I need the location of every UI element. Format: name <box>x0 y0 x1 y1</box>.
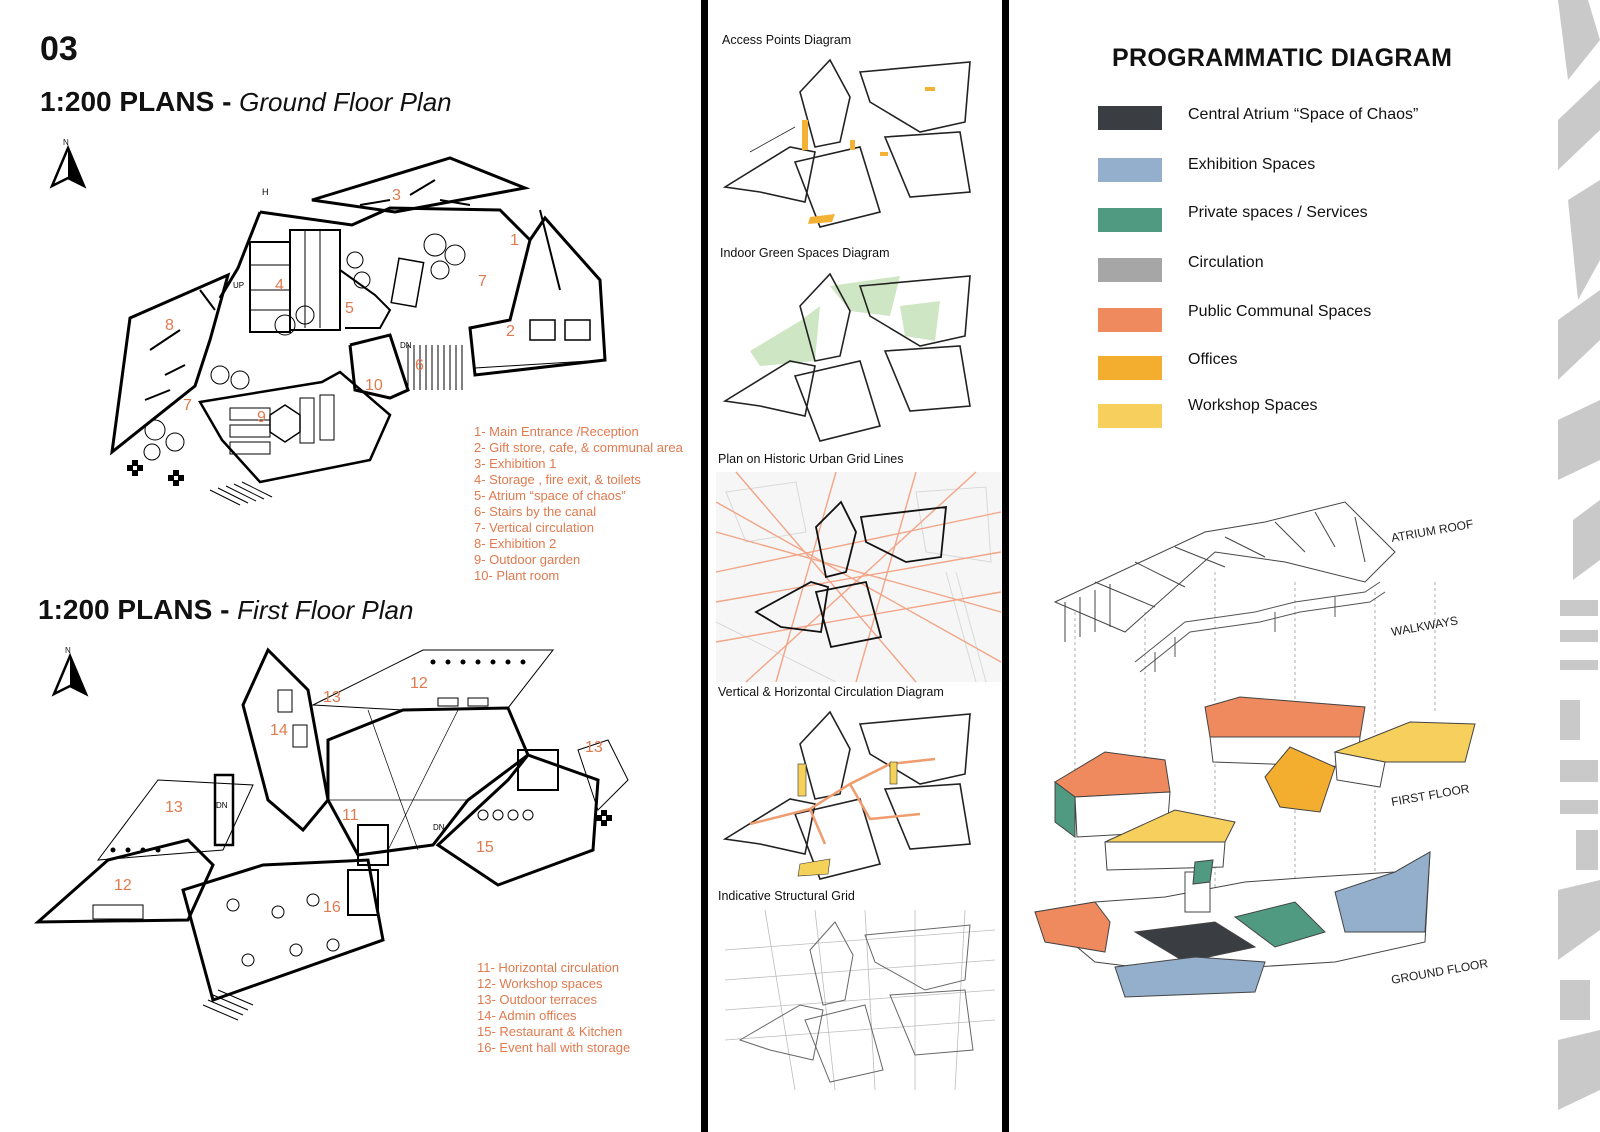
urban-grid-title: Plan on Historic Urban Grid Lines <box>718 452 904 466</box>
program-legend-row: Private spaces / Services <box>1098 204 1368 232</box>
room-number-12a: 12 <box>410 675 428 692</box>
program-legend-row: Offices <box>1098 351 1238 380</box>
legend-label: Public Communal Spaces <box>1188 303 1372 320</box>
access-points-diagram-title: Access Points Diagram <box>722 33 852 47</box>
room-number-7a: 7 <box>478 273 487 290</box>
indoor-green-spaces-title: Indoor Green Spaces Diagram <box>720 246 890 260</box>
legend-item: 9- Outdoor garden <box>474 552 581 567</box>
legend-item: 15- Restaurant & Kitchen <box>477 1024 623 1039</box>
axo-label-ground-floor: GROUND FLOOR <box>1390 956 1489 987</box>
legend-item: 2- Gift store, cafe, & communal area <box>474 440 683 455</box>
legend-label: Offices <box>1188 351 1238 368</box>
ground-floor-title: 1:200 PLANS - Ground Floor Plan <box>40 86 452 118</box>
ground-floor-plan: 1 2 3 4 5 6 7 7 8 9 10 UP DN H <box>110 156 607 506</box>
first-floor-legend: 11- Horizontal circulation 12- Workshop … <box>477 960 630 1056</box>
program-legend-row: Exhibition Spaces <box>1098 156 1315 182</box>
swatch-circulation <box>1098 258 1162 282</box>
legend-item: 1- Main Entrance /Reception <box>474 424 639 439</box>
first-title-name: First Floor Plan <box>237 595 414 625</box>
access-points-diagram <box>722 58 971 228</box>
h-mark: H <box>262 187 269 197</box>
legend-label: Private spaces / Services <box>1188 204 1368 221</box>
room-number-5: 5 <box>345 300 354 317</box>
swatch-private-services <box>1098 208 1162 232</box>
legend-item: 6- Stairs by the canal <box>474 504 597 519</box>
first-title-scale: 1:200 PLANS - <box>38 594 238 625</box>
ground-title-name: Ground Floor Plan <box>239 87 452 117</box>
swatch-offices <box>1098 356 1162 380</box>
legend-item: 10- Plant room <box>474 568 560 583</box>
dn-mark: DN <box>400 341 412 350</box>
room-number-4: 4 <box>275 277 284 294</box>
room-number-3: 3 <box>392 187 401 204</box>
panel-divider-right <box>1002 0 1009 1132</box>
legend-item: 12- Workshop spaces <box>477 976 603 991</box>
swatch-central-atrium <box>1098 106 1162 130</box>
exploded-axonometric: ATRIUM ROOF WALKWAYS FIRST FLOOR GROUND … <box>1033 501 1489 998</box>
room-number-1: 1 <box>510 232 519 249</box>
legend-item: 16- Event hall with storage <box>477 1040 631 1055</box>
room-number-15: 15 <box>476 839 494 856</box>
legend-item: 8- Exhibition 2 <box>474 536 557 551</box>
ground-title-scale: 1:200 PLANS - <box>40 86 240 117</box>
legend-item: 4- Storage , fire exit, & toilets <box>474 472 641 487</box>
panel-divider-left <box>701 0 708 1132</box>
program-legend-row: Central Atrium “Space of Chaos” <box>1098 106 1418 130</box>
north-arrow-icon: N <box>48 138 88 198</box>
north-arrow-icon: N <box>50 646 90 706</box>
page-number: 03 <box>40 30 78 68</box>
swatch-workshop <box>1098 404 1162 428</box>
legend-item: 13- Outdoor terraces <box>477 992 597 1007</box>
room-number-8: 8 <box>165 317 174 334</box>
program-legend-row: Workshop Spaces <box>1098 397 1318 428</box>
room-number-7b: 7 <box>183 397 192 414</box>
circulation-diagram <box>722 710 971 880</box>
first-floor-plan: 11 12 12 13 13 13 14 15 16 DN DN <box>33 647 629 1021</box>
room-number-16: 16 <box>323 899 341 916</box>
legend-label: Exhibition Spaces <box>1188 156 1316 173</box>
legend-item: 7- Vertical circulation <box>474 520 594 535</box>
swatch-exhibition <box>1098 158 1162 182</box>
up-mark: UP <box>233 281 244 290</box>
room-number-12b: 12 <box>114 877 132 894</box>
room-number-9: 9 <box>257 409 266 426</box>
legend-item: 5- Atrium “space of chaos” <box>474 488 626 503</box>
urban-grid-diagram <box>715 471 1002 683</box>
room-number-14: 14 <box>270 722 288 739</box>
room-number-13b: 13 <box>165 799 183 816</box>
program-legend-row: Public Communal Spaces <box>1098 303 1371 332</box>
programmatic-diagram-title: PROGRAMMATIC DIAGRAM <box>1112 44 1453 72</box>
indoor-green-spaces-diagram <box>722 272 971 442</box>
room-number-13a: 13 <box>323 689 341 706</box>
room-number-13c: 13 <box>585 739 603 756</box>
swatch-public-communal <box>1098 308 1162 332</box>
structural-grid-title: Indicative Structural Grid <box>718 889 855 903</box>
north-label: N <box>63 138 69 147</box>
axo-label-first-floor: FIRST FLOOR <box>1390 781 1471 809</box>
legend-label: Central Atrium “Space of Chaos” <box>1188 106 1419 123</box>
legend-label: Workshop Spaces <box>1188 397 1318 414</box>
legend-item: 11- Horizontal circulation <box>477 960 620 975</box>
room-number-10: 10 <box>365 377 383 394</box>
north-label: N <box>65 646 71 655</box>
axo-label-walkways: WALKWAYS <box>1390 613 1459 639</box>
circulation-diagram-title: Vertical & Horizontal Circulation Diagra… <box>718 685 944 699</box>
first-floor-title: 1:200 PLANS - First Floor Plan <box>38 594 413 626</box>
legend-item: 3- Exhibition 1 <box>474 456 557 471</box>
legend-item: 14- Admin offices <box>477 1008 577 1023</box>
program-legend-row: Circulation <box>1098 254 1264 282</box>
ground-floor-legend: 1- Main Entrance /Reception 2- Gift stor… <box>474 424 683 584</box>
legend-label: Circulation <box>1188 254 1264 271</box>
axo-label-roof: ATRIUM ROOF <box>1390 517 1474 545</box>
dn-mark: DN <box>216 801 228 810</box>
room-number-11: 11 <box>342 807 359 824</box>
structural-grid-diagram <box>724 909 996 1091</box>
decorative-stripes <box>1558 0 1600 1132</box>
room-number-6: 6 <box>415 357 424 374</box>
room-number-2: 2 <box>506 323 515 340</box>
dn-mark: DN <box>433 823 445 832</box>
